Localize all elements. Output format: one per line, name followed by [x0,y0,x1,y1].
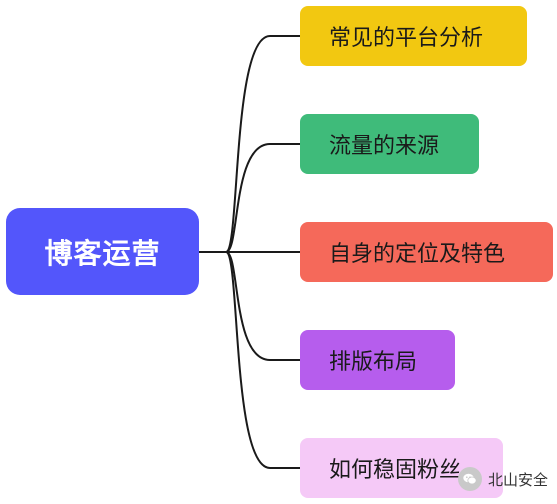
branch-connector-1 [225,143,300,253]
watermark-text: 北山安全 [488,470,549,489]
child-node-platform-analysis[interactable]: 常见的平台分析 [300,6,527,66]
root-node[interactable]: 博客运营 [6,208,199,295]
child-node-layout[interactable]: 排版布局 [300,330,455,390]
child-node-traffic-source[interactable]: 流量的来源 [300,114,479,174]
branch-connector-4 [225,251,300,469]
branch-connector-3 [225,251,300,361]
child-node-positioning[interactable]: 自身的定位及特色 [300,222,553,282]
branch-connector-0 [225,35,300,253]
watermark: 北山安全 [458,462,548,496]
wechat-icon [458,467,482,491]
